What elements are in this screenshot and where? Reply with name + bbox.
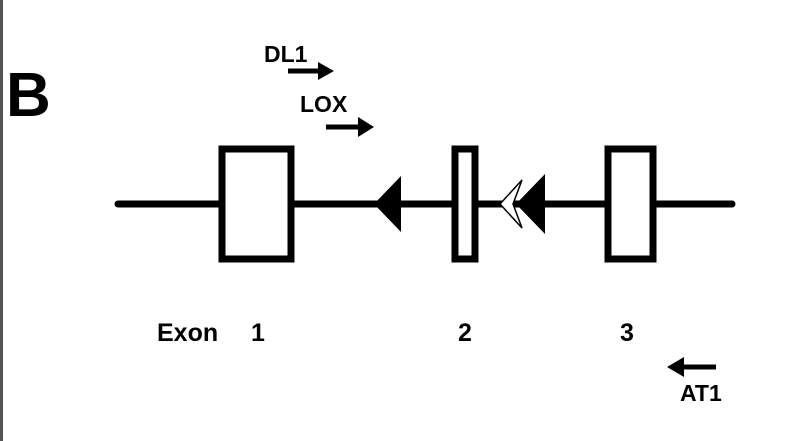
- panel-label: B: [6, 61, 51, 130]
- frt-site-icon: [498, 179, 523, 229]
- primer-lox-label: LOX: [300, 91, 348, 117]
- primer-at1-arrow-icon: [667, 357, 716, 377]
- loxp-site-2-icon: [516, 174, 545, 234]
- exon-2-box: [451, 145, 479, 263]
- primer-dl1-label: DL1: [264, 41, 308, 67]
- primer-at1-label: AT1: [680, 380, 722, 406]
- exon-prefix-label: Exon: [157, 319, 218, 347]
- exon-3-box: [604, 145, 657, 263]
- loxp-site-1-icon: [374, 176, 401, 232]
- exon-1-box: [218, 145, 295, 263]
- primer-lox-arrow-icon: [326, 117, 374, 137]
- exon-2-number: 2: [458, 319, 472, 347]
- exon-3-number: 3: [620, 319, 634, 347]
- panel-left-border: [0, 0, 3, 441]
- primer-dl1-arrow-icon: [288, 62, 334, 80]
- exon-1-number: 1: [251, 319, 265, 347]
